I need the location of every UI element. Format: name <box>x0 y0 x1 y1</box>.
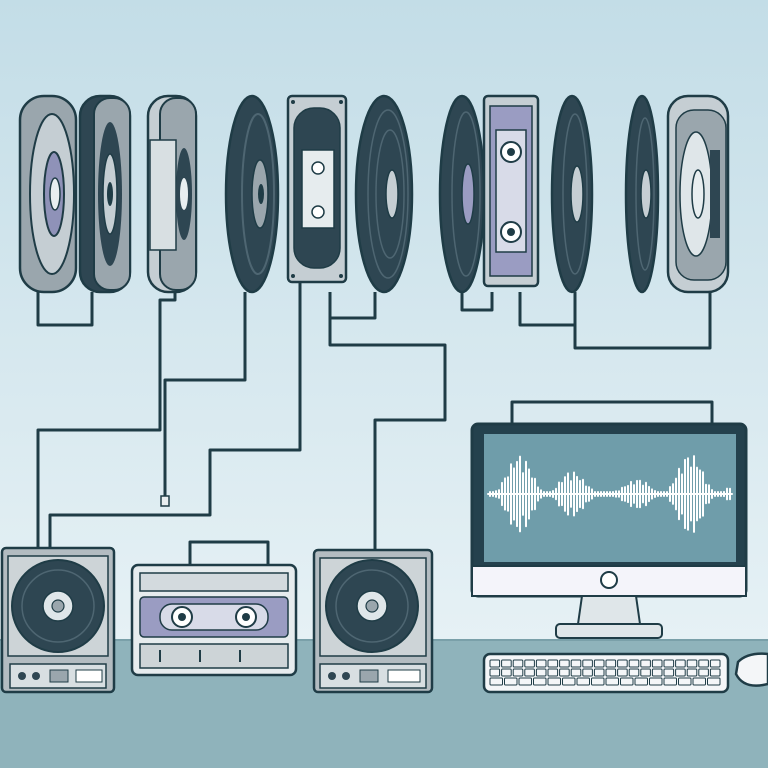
cable <box>460 292 494 312</box>
cable <box>518 292 577 327</box>
keyboard-key <box>663 668 675 677</box>
keyboard-key <box>570 668 582 677</box>
monitor-screen <box>484 434 736 562</box>
keyboard-key <box>547 659 559 668</box>
cable <box>573 292 712 350</box>
keyboard-key <box>524 668 535 677</box>
keyboard-key <box>489 668 501 677</box>
cable <box>36 292 177 555</box>
keyboard-key <box>591 677 605 686</box>
desktop-monitor-icon <box>470 422 748 639</box>
keyboard-key <box>620 677 634 686</box>
keyboard-key <box>512 668 524 677</box>
keyboard-key <box>605 659 617 668</box>
keyboard-key <box>535 659 547 668</box>
keyboard-key <box>675 659 686 668</box>
power-button-icon <box>600 571 618 589</box>
vinyl-disc-icon <box>624 94 660 294</box>
keyboard-key <box>663 677 677 686</box>
record-player-icon <box>0 546 116 694</box>
tape-reel-icon <box>18 94 78 294</box>
keyboard-key <box>709 668 721 677</box>
keyboard-key <box>692 677 706 686</box>
keyboard-key <box>634 677 648 686</box>
keyboard-key <box>640 659 651 668</box>
keyboard-key <box>698 668 709 677</box>
cable-network <box>36 280 714 565</box>
cable <box>510 400 714 428</box>
keyboard-key <box>663 659 675 668</box>
keyboard-key <box>547 668 559 677</box>
keyboard-key <box>709 659 721 668</box>
keyboard-key <box>605 668 617 677</box>
audio-waveform <box>487 455 733 533</box>
cable-plug <box>160 495 170 507</box>
keyboard-key <box>559 668 570 677</box>
tape-reel-icon <box>146 94 198 294</box>
keyboard-key <box>489 659 501 668</box>
keyboard-key <box>617 659 628 668</box>
cable <box>48 280 302 555</box>
cassette-tape-icon <box>482 94 540 288</box>
cassette-tape-icon <box>286 94 348 284</box>
keyboard-key <box>617 668 628 677</box>
record-player-icon <box>312 548 434 694</box>
keyboard-key <box>512 659 524 668</box>
keyboard-key <box>593 668 605 677</box>
keyboard-key <box>562 677 576 686</box>
keyboard-key <box>675 668 686 677</box>
keyboard-key <box>501 668 512 677</box>
cable <box>328 292 377 320</box>
keyboard-key <box>504 677 518 686</box>
keyboard-key <box>559 659 570 668</box>
keyboard-key <box>698 659 709 668</box>
keyboard-key <box>651 659 663 668</box>
tape-reel-icon <box>78 94 132 294</box>
vinyl-disc-icon <box>354 94 414 294</box>
cable <box>163 292 247 500</box>
monitor-stand <box>576 595 642 625</box>
keyboard-key <box>489 677 503 686</box>
keyboard-key <box>640 668 651 677</box>
keyboard-key <box>686 668 698 677</box>
cassette-deck-icon <box>130 563 298 677</box>
cable <box>188 540 270 565</box>
keyboard-key <box>593 659 605 668</box>
keyboard-key <box>686 659 698 668</box>
mouse-icon <box>734 652 768 687</box>
keyboard-key <box>524 659 535 668</box>
vinyl-disc-icon <box>224 94 280 294</box>
keyboard-key <box>628 668 640 677</box>
cable <box>328 318 447 550</box>
monitor-base <box>555 623 663 639</box>
cable <box>36 290 94 327</box>
keyboard-key <box>707 677 721 686</box>
keyboard-key <box>547 677 561 686</box>
keyboard-key <box>628 659 640 668</box>
keyboard-key <box>582 668 593 677</box>
keyboard-key <box>570 659 582 668</box>
keyboard-key <box>649 677 663 686</box>
tape-reel-icon <box>666 94 730 294</box>
keyboard-key <box>518 677 532 686</box>
vinyl-disc-icon <box>550 94 594 294</box>
keyboard-key <box>678 677 692 686</box>
keyboard-icon <box>482 652 730 694</box>
keyboard-key <box>535 668 547 677</box>
keyboard-key <box>501 659 512 668</box>
vinyl-disc-icon <box>438 94 486 294</box>
keyboard-key <box>582 659 593 668</box>
keyboard-key <box>576 677 590 686</box>
keyboard-key <box>533 677 547 686</box>
keyboard-key <box>605 677 619 686</box>
keyboard-key <box>651 668 663 677</box>
